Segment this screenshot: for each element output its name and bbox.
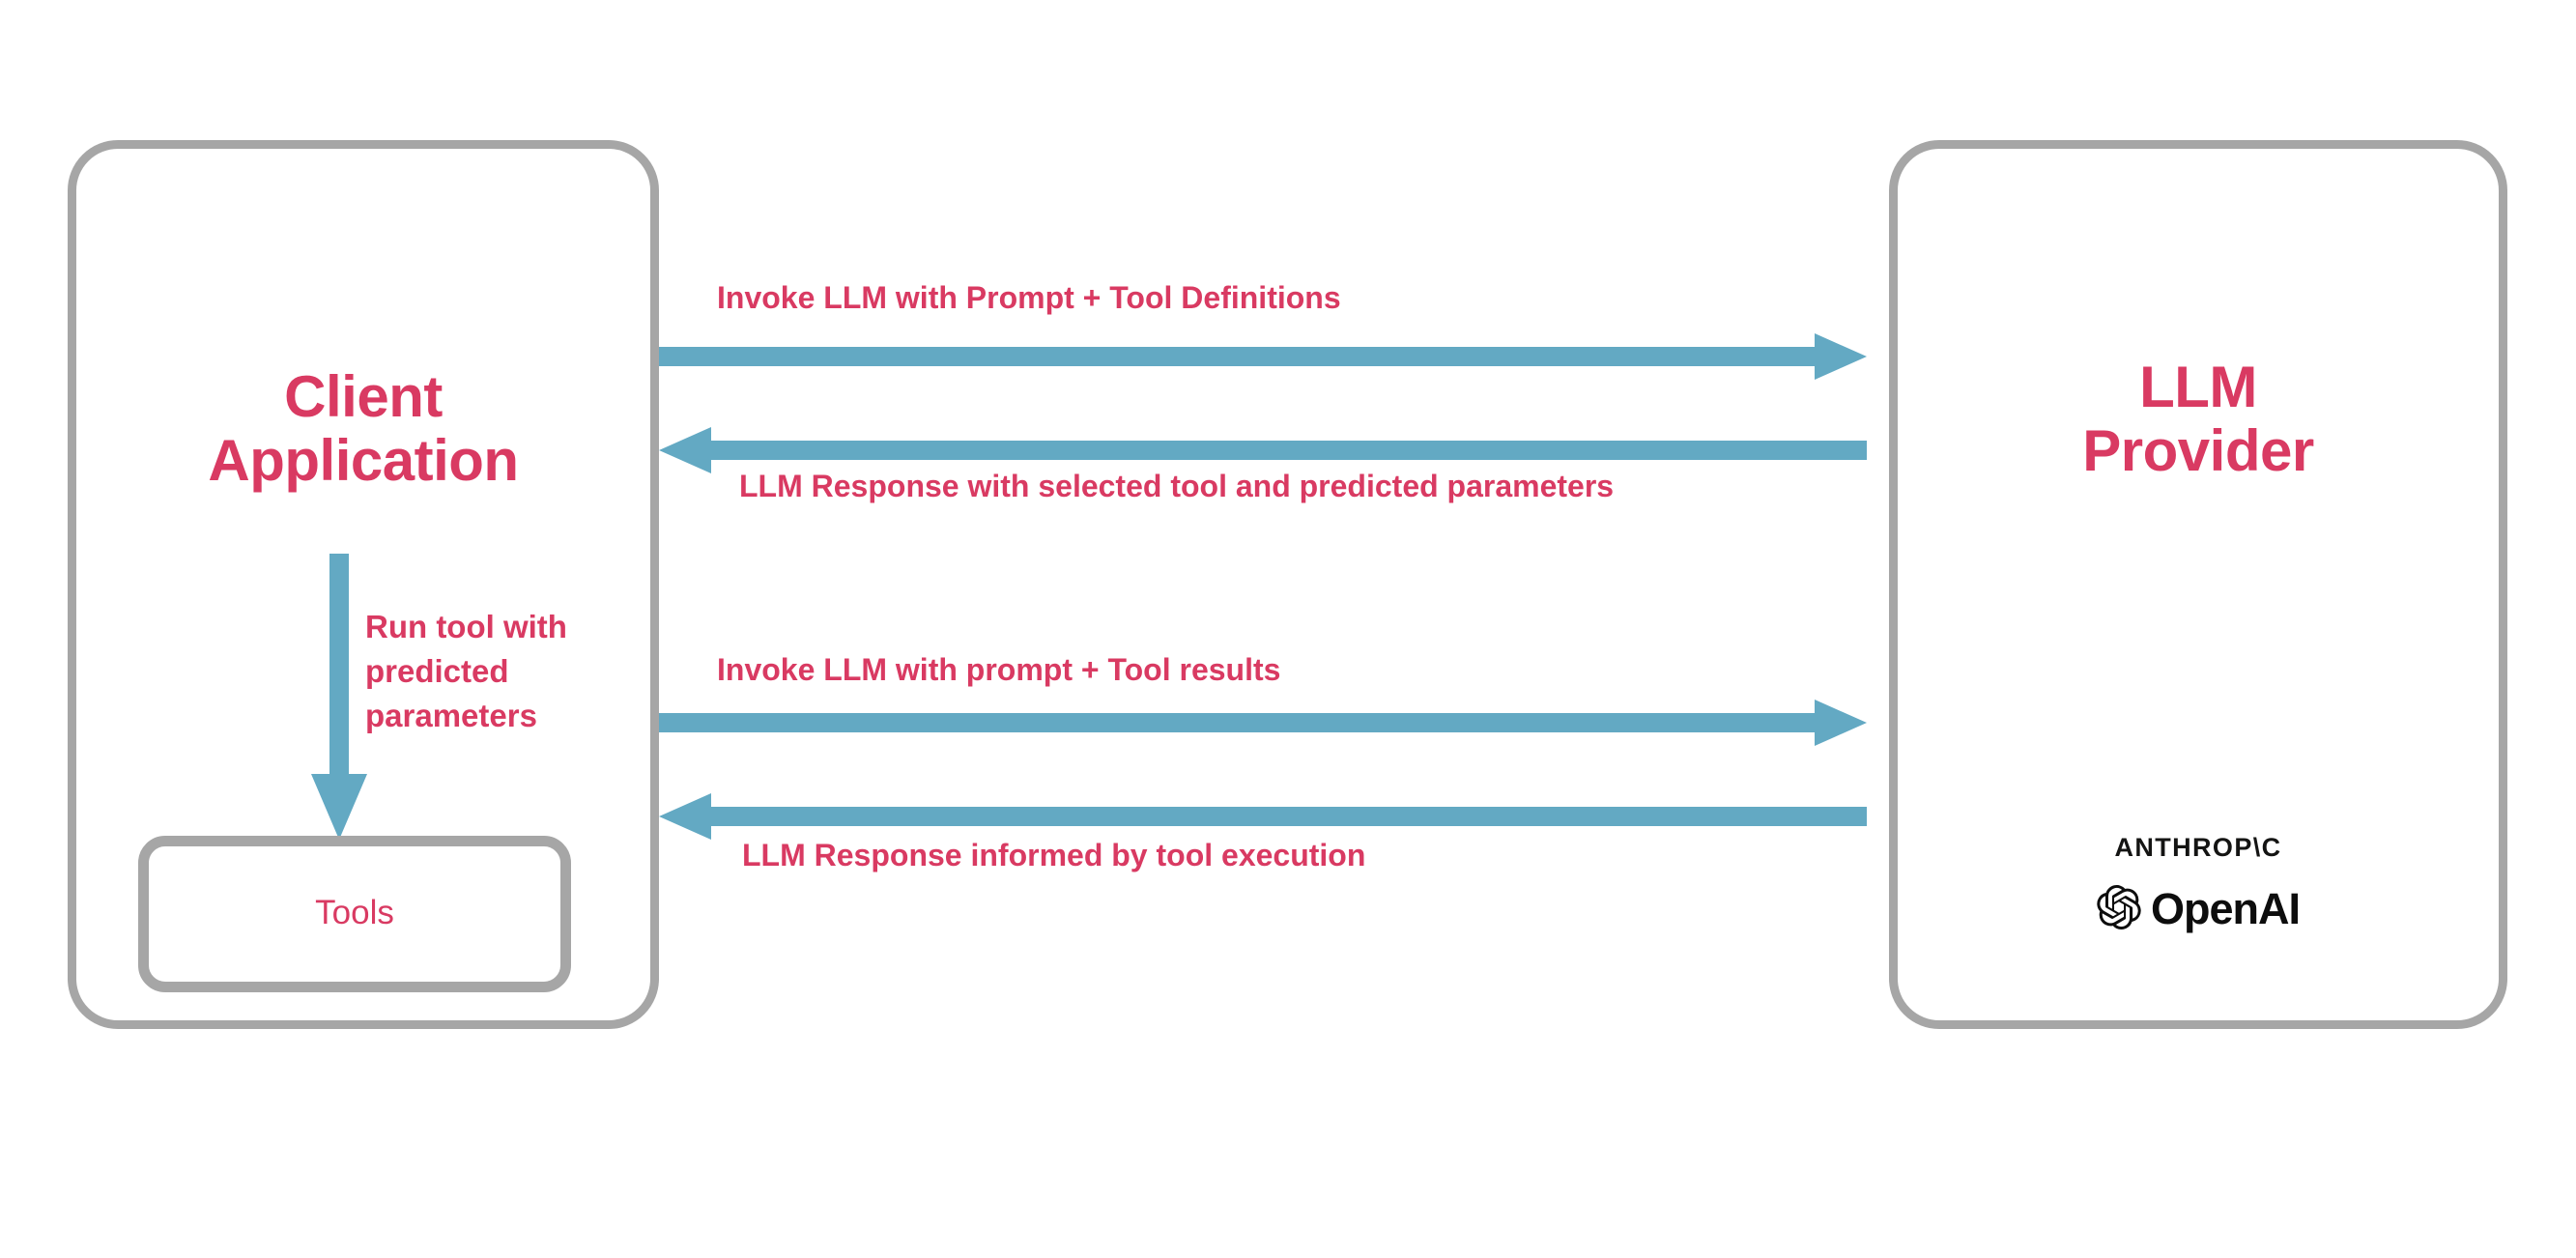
flow-label-invoke-with-tool-results: Invoke LLM with prompt + Tool results [717,652,1281,687]
run-tool-arrow-label: Run tool with predicted parameters [365,609,567,733]
flow-label-response-with-selected-tool: LLM Response with selected tool and pred… [739,469,1615,503]
run-tool-arrow [307,554,371,840]
llm-provider-box [1889,140,2507,1029]
flow-label-response-informed-by-tool-execution: LLM Response informed by tool execution [742,838,1366,872]
flow-arrow-invoke-with-tool-results [659,699,1867,747]
anthropic-logo: ANTHROP\C [2114,833,2282,862]
openai-logo: OpenAI [1889,884,2507,934]
flow-arrow-response-informed-by-tool-execution [659,792,1867,841]
flow-label-invoke-with-tool-definitions: Invoke LLM with Prompt + Tool Definition… [717,280,1341,315]
flow-arrow-response-with-selected-tool [659,426,1867,474]
flow-arrow-invoke-with-tool-definitions [659,332,1867,381]
openai-wordmark: OpenAI [2150,884,2301,933]
tools-box[interactable] [138,836,571,992]
llm-provider-title: LLM Provider [2082,355,2314,483]
openai-knot-icon [2097,884,2141,934]
client-application-title: Client Application [208,364,519,493]
tools-label: Tools [315,894,394,931]
